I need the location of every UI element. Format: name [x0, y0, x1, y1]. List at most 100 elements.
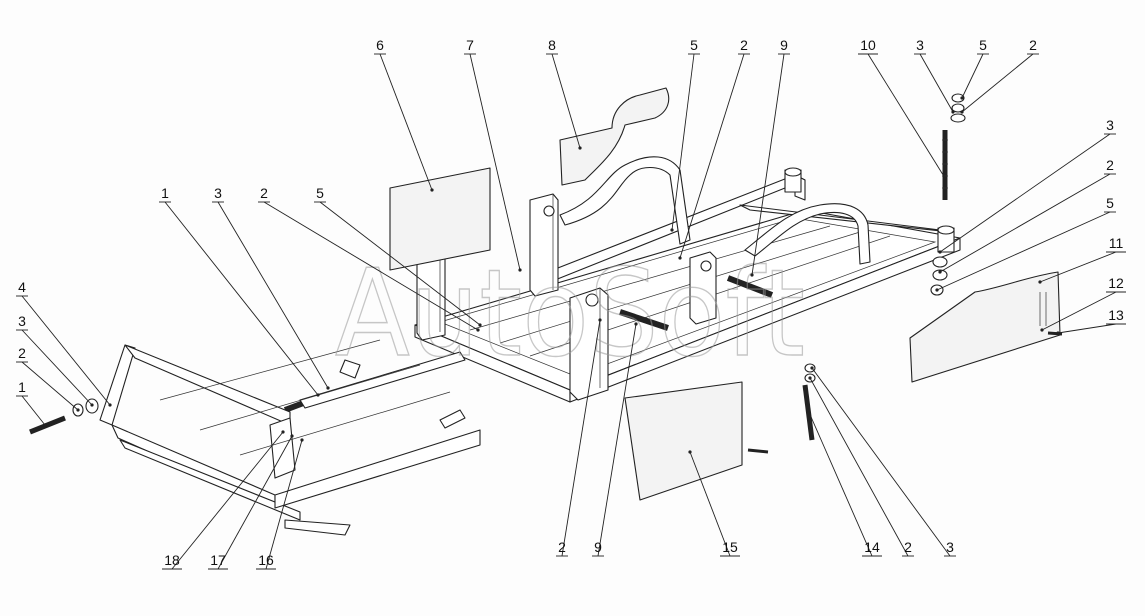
callout-leader — [171, 431, 284, 570]
callout-leader — [689, 451, 731, 557]
callout-number: 2 — [740, 37, 748, 53]
callout-number: 4 — [18, 279, 26, 295]
callout-number: 1 — [18, 379, 26, 395]
callout-target-dot — [76, 408, 80, 412]
callout-target-dot — [326, 386, 330, 390]
tube-handles — [559, 156, 871, 265]
callout-target-dot — [430, 188, 434, 192]
callout-leader — [671, 53, 695, 231]
callout-c2a: 2 — [678, 37, 750, 260]
callout-leader — [469, 53, 521, 271]
callout-number: 2 — [1029, 37, 1037, 53]
callout-c1a: 1 — [159, 185, 320, 397]
callout-c4: 4 — [16, 279, 112, 407]
callout-target-dot — [108, 403, 112, 407]
callout-target-dot — [938, 270, 942, 274]
callout-c15: 15 — [688, 450, 740, 557]
callout-number: 16 — [258, 552, 274, 568]
callout-leader — [551, 53, 581, 149]
callout-leader — [961, 53, 1034, 113]
callout-c6: 6 — [374, 37, 434, 192]
callout-number: 5 — [316, 185, 324, 201]
callout-leader — [21, 361, 79, 411]
callout-c5d: 5 — [314, 185, 482, 327]
callout-c10: 10 — [858, 37, 947, 180]
callout-leader — [811, 367, 951, 557]
callout-c3a: 3 — [914, 37, 955, 114]
callout-leader — [807, 409, 873, 557]
callout-number: 7 — [466, 37, 474, 53]
callout-c18: 18 — [162, 430, 285, 570]
callout-number: 12 — [1108, 275, 1124, 291]
callout-leader — [597, 323, 637, 557]
callout-number: 5 — [1106, 195, 1114, 211]
callout-target-dot — [688, 450, 692, 454]
callout-c13: 13 — [1056, 307, 1126, 335]
callout-leader — [21, 295, 111, 406]
callout-number: 2 — [904, 539, 912, 555]
callout-target-dot — [750, 273, 754, 277]
callout-number: 3 — [18, 313, 26, 329]
callout-c3b: 3 — [938, 117, 1116, 254]
callout-c2c: 2 — [938, 157, 1116, 274]
callout-number: 11 — [1109, 235, 1124, 251]
callout-target-dot — [1040, 328, 1044, 332]
callout-leader — [936, 211, 1111, 291]
callout-target-dot — [476, 328, 480, 332]
callout-leader — [319, 201, 481, 326]
callout-target-dot — [670, 228, 674, 232]
callout-target-dot — [1038, 280, 1042, 284]
side-panel-6 — [389, 167, 491, 271]
callout-number: 2 — [1106, 157, 1114, 173]
watermark: AutoSoft — [335, 245, 805, 384]
callout-leader — [561, 319, 601, 557]
callout-leader — [265, 439, 303, 570]
callout-number: 2 — [558, 539, 566, 555]
callout-number: 9 — [780, 37, 788, 53]
callout-target-dot — [478, 323, 482, 327]
callout-target-dot — [43, 423, 47, 427]
callout-leader — [1039, 251, 1117, 283]
callout-target-dot — [281, 430, 285, 434]
cover-panel-8 — [559, 87, 670, 186]
callout-leader — [164, 201, 319, 396]
callout-c5c: 5 — [935, 195, 1116, 292]
callout-target-dot — [1056, 331, 1060, 335]
callout-number: 13 — [1108, 307, 1124, 323]
callout-leader — [21, 395, 46, 426]
callout-target-dot — [960, 96, 964, 100]
callout-leader — [751, 53, 785, 276]
callout-leader — [939, 133, 1111, 253]
callout-number: 15 — [722, 539, 738, 555]
callout-number: 9 — [594, 539, 602, 555]
callout-leader — [809, 377, 909, 557]
callout-leader — [379, 53, 433, 191]
callout-target-dot — [678, 256, 682, 260]
callout-target-dot — [808, 376, 812, 380]
callout-c14: 14 — [806, 408, 882, 557]
callout-leader — [961, 53, 984, 99]
callout-c3c: 3 — [212, 185, 330, 390]
callout-number: 2 — [18, 345, 26, 361]
callout-c2f: 2 — [556, 318, 602, 557]
callout-number: 3 — [946, 539, 954, 555]
callout-number: 3 — [1106, 117, 1114, 133]
callout-target-dot — [316, 393, 320, 397]
callout-target-dot — [578, 146, 582, 150]
callout-number: 6 — [376, 37, 384, 53]
callout-number: 18 — [164, 552, 180, 568]
callout-c11: 11 — [1038, 235, 1126, 284]
callout-target-dot — [290, 434, 294, 438]
callout-c2d: 2 — [258, 185, 480, 332]
callout-c2b: 2 — [960, 37, 1039, 114]
callout-c16: 16 — [256, 438, 304, 570]
callout-c3e: 3 — [810, 366, 956, 557]
callout-leader — [679, 53, 745, 259]
callout-number: 14 — [864, 539, 880, 555]
callout-c9b: 9 — [592, 322, 638, 557]
callout-leader — [919, 53, 954, 113]
callout-leader — [217, 201, 329, 389]
callout-target-dot — [598, 318, 602, 322]
